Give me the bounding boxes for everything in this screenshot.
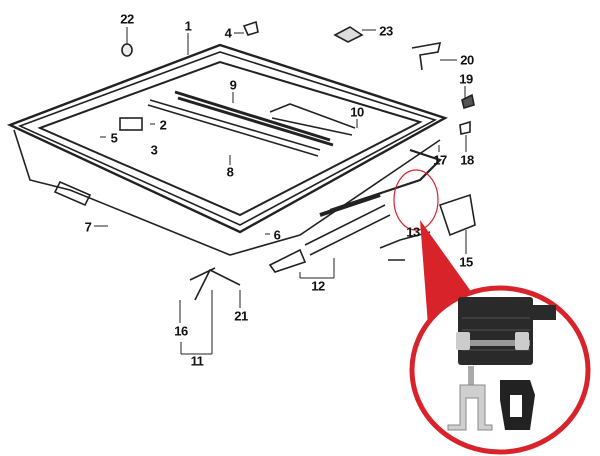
highlight-ring-small [393,169,439,231]
part-label-22: 22 [120,11,134,27]
sunroof-frame [6,20,476,301]
part-label-21: 21 [234,308,248,324]
part-label-18: 18 [460,152,474,168]
part-label-7: 7 [84,219,92,235]
part-label-6: 6 [273,227,281,243]
part-label-8: 8 [226,164,234,180]
callout-ring [409,285,591,455]
part-label-20: 20 [460,52,474,68]
part-label-9: 9 [229,77,237,93]
part-label-17: 17 [433,152,447,168]
part-label-5: 5 [110,130,118,146]
part-label-19: 19 [459,71,473,87]
part-label-15: 15 [459,254,473,270]
callout-highlight [393,169,591,455]
part-label-12: 12 [311,278,325,294]
part-label-2: 2 [159,117,167,133]
leader-lines [94,27,467,355]
part-label-10: 10 [350,104,364,120]
clip-part-photo [447,297,556,431]
part-label-13: 13 [406,224,420,240]
part-label-4: 4 [224,25,232,41]
part-label-3: 3 [150,142,158,158]
part-label-1: 1 [184,18,192,34]
part-label-23: 23 [379,23,393,39]
part-label-11: 11 [190,353,204,369]
part-label-16: 16 [174,323,188,339]
